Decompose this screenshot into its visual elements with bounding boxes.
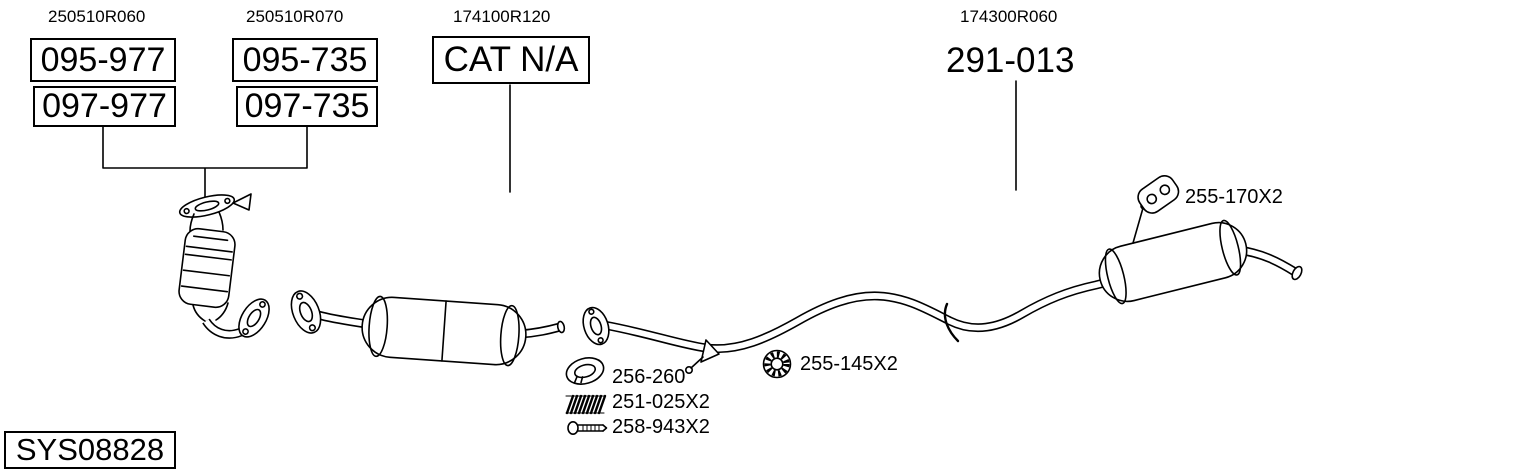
center-pipe-flange [582, 306, 610, 346]
part-number-box: 095-735 [232, 38, 378, 82]
bolt-icon [567, 420, 608, 435]
tailpipe-drawing [1237, 245, 1303, 281]
part-number-box: 097-735 [236, 86, 378, 127]
part-ref-label: 250510R060 [48, 7, 146, 26]
catalytic-converter-drawing [178, 193, 252, 322]
front-pipe-flange [290, 290, 322, 334]
exhaust-rubber-mount-icon [762, 349, 792, 379]
part-label: 255-145X2 [800, 353, 898, 375]
pipe-hanger-bracket [684, 339, 720, 374]
part-ref-label: 174300R060 [960, 7, 1058, 26]
gasket-ring-icon [565, 357, 605, 385]
cat-outlet-flange [238, 298, 270, 338]
rear-muffler-drawing [1098, 202, 1248, 305]
part-label: 255-170X2 [1185, 186, 1283, 208]
part-ref-label: 250510R070 [246, 7, 344, 26]
part-number-box: CAT N/A [432, 36, 590, 84]
exhaust-hanger-rubber-icon [1137, 175, 1180, 214]
system-code-box: SYS08828 [4, 431, 176, 469]
part-number-label: 291-013 [946, 41, 1075, 80]
mid-muffler-outlet-pipe [519, 320, 566, 339]
cat-outlet-pipe-drawing [202, 318, 243, 339]
mid-muffler-drawing [361, 295, 527, 367]
center-pipe-drawing [603, 276, 1114, 354]
part-number-box: 097-977 [33, 86, 176, 127]
part-ref-label: 174100R120 [453, 7, 551, 26]
pipe-bracket-rear [943, 302, 960, 343]
part-label: 256-260 [612, 366, 686, 388]
callout-connector-lines [102, 80, 1017, 198]
part-label: 258-943X2 [612, 416, 710, 438]
part-number-box: 095-977 [30, 38, 176, 82]
spring-icon [565, 394, 607, 415]
part-label: 251-025X2 [612, 391, 710, 413]
